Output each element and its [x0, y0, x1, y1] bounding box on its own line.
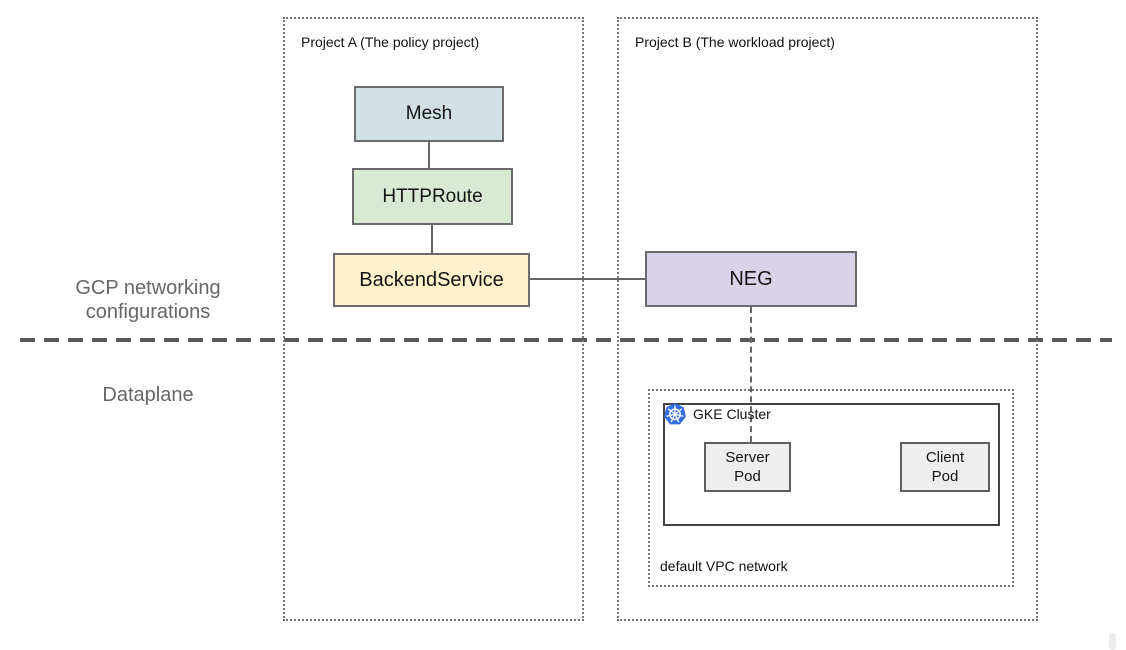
server-pod-label-line2: Pod	[734, 468, 761, 485]
client-pod-label-line1: Client	[925, 449, 965, 466]
node-client-pod: Client Pod	[900, 442, 990, 492]
node-server-pod: Server Pod	[704, 442, 791, 492]
node-httproute: HTTPRoute	[352, 168, 513, 225]
lane-label-dataplane: Dataplane	[102, 384, 194, 406]
server-pod-label-line1: Server	[725, 449, 770, 466]
node-httproute-label: HTTPRoute	[382, 185, 483, 207]
node-mesh: Mesh	[354, 86, 504, 142]
node-neg-label: NEG	[729, 267, 773, 290]
node-backendservice-label: BackendService	[359, 268, 504, 291]
client-pod-label-line2: Pod	[931, 468, 959, 485]
vpc-network-label: default VPC network	[660, 558, 788, 574]
lane-label-gcp-networking: GCP networking configurations	[75, 277, 221, 323]
lane-separator-dashed-line	[20, 338, 1112, 342]
project-b-boundary: Project B (The workload project)	[617, 17, 1038, 621]
connector-neg-serverpod-dashed	[750, 307, 752, 442]
kubernetes-icon	[664, 403, 686, 425]
connector-backendservice-neg	[530, 278, 645, 280]
scrollbar-thumb-fragment[interactable]	[1109, 633, 1116, 650]
node-neg: NEG	[645, 251, 857, 307]
connector-httproute-backendservice	[431, 225, 433, 253]
gke-cluster-header: GKE Cluster	[663, 402, 771, 426]
project-a-label: Project A (The policy project)	[301, 34, 480, 50]
project-a-boundary: Project A (The policy project)	[283, 17, 584, 621]
node-mesh-label: Mesh	[405, 103, 453, 124]
project-b-label: Project B (The workload project)	[635, 34, 835, 50]
connector-mesh-httproute	[428, 142, 430, 168]
gke-cluster-label: GKE Cluster	[693, 406, 771, 422]
vpc-network-boundary	[648, 389, 1014, 587]
node-backendservice: BackendService	[333, 253, 530, 307]
